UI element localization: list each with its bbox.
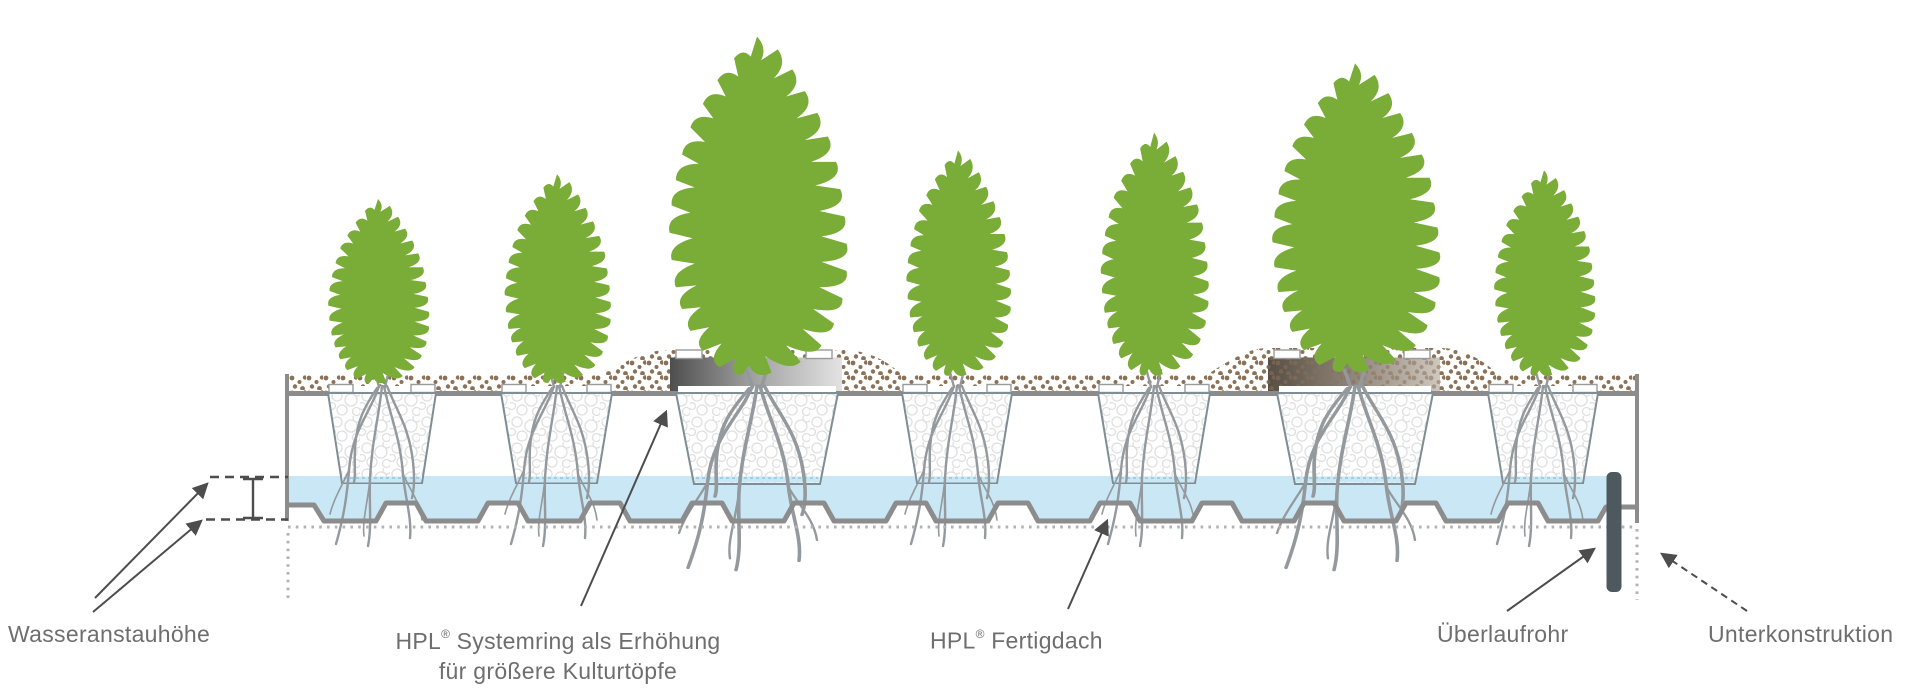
plant-pot (499, 368, 614, 548)
fertigdach-arrow (1067, 518, 1109, 610)
label-fertigdach-text: HPL® Fertigdach (930, 627, 1103, 654)
plant-pot (674, 365, 840, 572)
plant (1272, 63, 1441, 373)
plant-pot (1096, 368, 1212, 548)
label-systemring-line2: für größere Kulturtöpfe (438, 657, 678, 684)
plant-pot (1275, 365, 1435, 572)
plant (504, 174, 611, 384)
label-unterkonstruktion: Unterkonstruktion (1708, 621, 1894, 647)
water-layer (289, 476, 1607, 521)
plants (328, 36, 1596, 384)
plant-pot (326, 368, 438, 548)
plant (328, 198, 430, 384)
overflow-pipe (1606, 472, 1622, 592)
substructure-arrow (1660, 552, 1748, 612)
corrugated-roof-sheet (287, 500, 1637, 524)
systemring-arrow (580, 409, 668, 607)
plant-pots (326, 365, 1600, 572)
water-level-arrow-bottom (92, 519, 203, 613)
plant (906, 150, 1012, 377)
plant-pot (900, 368, 1014, 548)
label-fertigdach: HPL® Fertigdach (930, 621, 1103, 656)
plant (1494, 170, 1596, 377)
label-systemring-line1: HPL® Systemring als Erhöhung (395, 627, 721, 654)
substructure-dotted-outline (286, 525, 1639, 600)
plant (669, 36, 848, 376)
label-systemring: HPL® Systemring als Erhöhung für größere… (388, 621, 728, 686)
label-ueberlaufrohr: Überlaufrohr (1437, 621, 1569, 647)
water-level-bracket (206, 475, 288, 521)
water-level-arrow-top (94, 482, 209, 599)
overflow-pipe-arrow (1506, 547, 1596, 612)
label-wasseranstauhoehe: Wasseranstauhöhe (8, 621, 211, 647)
annotation-arrows (92, 409, 1748, 613)
plant (1100, 132, 1209, 376)
plant-pot (1486, 368, 1600, 548)
